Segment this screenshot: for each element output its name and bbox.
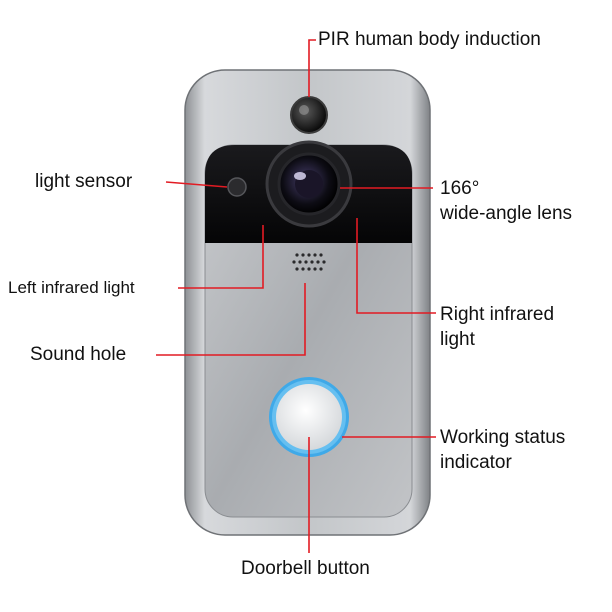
leader-left-ir [178,225,264,289]
label-lens-angle: 166° [440,178,480,199]
label-status-line2: indicator [440,452,512,473]
leader-sound-hole [156,283,306,356]
light-sensor-icon [227,177,247,197]
leader-lines [156,39,436,553]
leader-light-sensor [165,181,228,188]
speaker-grille-icon [292,253,326,271]
leader-right-ir [356,218,436,314]
label-status-line1: Working status [440,427,566,448]
label-pir: PIR human body induction [318,29,541,50]
label-lens-desc: wide-angle lens [440,203,573,224]
camera-lens-icon [265,140,353,228]
label-right-infrared-line2: light [440,329,475,350]
leader-pir [308,39,316,97]
label-doorbell-button: Doorbell button [241,558,370,579]
label-right-infrared-line1: Right infrared [440,304,555,325]
label-light-sensor: light sensor [35,171,133,192]
label-left-infrared: Left infrared light [8,278,135,297]
label-sound-hole: Sound hole [30,344,127,365]
doorbell-button-icon [269,377,349,457]
pir-sensor-icon [290,96,328,134]
